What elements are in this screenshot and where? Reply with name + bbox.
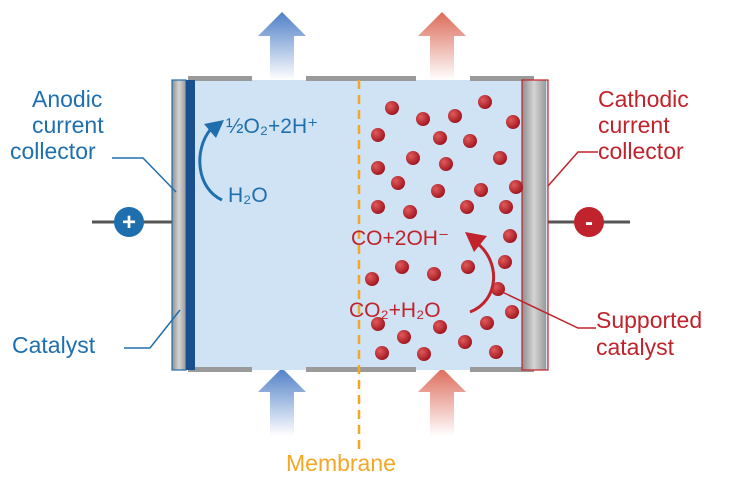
catalyst-particle [391,176,405,190]
catalyst-particle [505,305,519,319]
catalyst-particle [499,200,513,214]
cathodic-label-line3: collector [598,138,684,164]
catalyst-particle [385,101,399,115]
cathodic-collector-leader [547,151,598,187]
catalyst-particle [489,345,503,359]
cathodic-label-line1: Cathodic [598,86,689,112]
catalyst-particle [371,161,385,175]
cell-frame [188,76,534,372]
catalyst-particle [365,272,379,286]
catalyst-particle [406,151,420,165]
negative-terminal: - [574,207,604,237]
catalyst-particle [439,157,453,171]
catalyst-particle [463,134,477,148]
catalyst-particle [461,260,475,274]
catalyst-particle [431,184,445,198]
catalyst-particle [448,109,462,123]
catalyst-particle [427,267,441,281]
supported-catalyst-particles [365,95,523,361]
anodic-collector-leader [112,157,177,193]
cathodic-label-line2: current [598,112,670,138]
anodic-label-line3: collector [10,138,96,164]
catalyst-particle [478,95,492,109]
catalyst-particle [397,330,411,344]
negative-terminal-symbol: - [585,209,593,236]
catalyst-particle [416,112,430,126]
anode-reaction-arrow [198,129,223,202]
catalyst-particle [460,200,474,214]
catalyst-label: Catalyst [12,332,96,358]
catalyst-particle [395,260,409,274]
anodic-label-line2: current [32,112,104,138]
catalyst-particle [371,200,385,214]
cathode-reaction-arrow [469,242,495,314]
catalyst-leader [124,309,181,349]
anodic-label-line1: Anodic [32,86,103,112]
anode-reactant-formula: H₂O [228,184,268,207]
anode-outlet-arrow [258,12,306,80]
catalyst-particle [433,320,447,334]
supported-catalyst-label-line1: Supported [596,307,703,333]
cathode-reactant-formula: CO₂+H₂O [349,299,441,322]
anode-inlet-arrow [258,368,306,436]
catalyst-particle [417,347,431,361]
catalyst-particle [480,316,494,330]
catalyst-particle [474,183,488,197]
catalyst-particle [503,229,517,243]
catalyst-particle [371,128,385,142]
catalyst-particle [509,180,523,194]
catalyst-particle [375,346,389,360]
positive-terminal-symbol: + [122,209,136,236]
cathode-inlet-arrow [418,368,466,436]
membrane-label: Membrane [286,450,396,476]
cathode-outlet-arrow [418,12,466,80]
catalyst-particle [403,205,417,219]
catalyst-particle [493,151,507,165]
cathode-arrowhead-icon [465,232,487,252]
supported-catalyst-label-line2: catalyst [596,334,674,360]
positive-terminal: + [114,207,144,237]
anode-catalyst-layer [186,80,195,370]
cathode-product-formula: CO+2OH⁻ [351,227,450,250]
cathodic-current-collector [522,80,546,370]
supported-catalyst-leader [497,289,596,329]
catalyst-particle [498,255,512,269]
anode-arrowhead-icon [204,120,224,138]
catalyst-particle [433,131,447,145]
catalyst-particle [371,317,385,331]
catalyst-particle [506,115,520,129]
anode-product-formula: ½O₂+2H⁺ [226,115,319,138]
catalyst-particle [458,335,472,349]
catalyst-particle [491,282,505,296]
anodic-current-collector [172,80,186,370]
